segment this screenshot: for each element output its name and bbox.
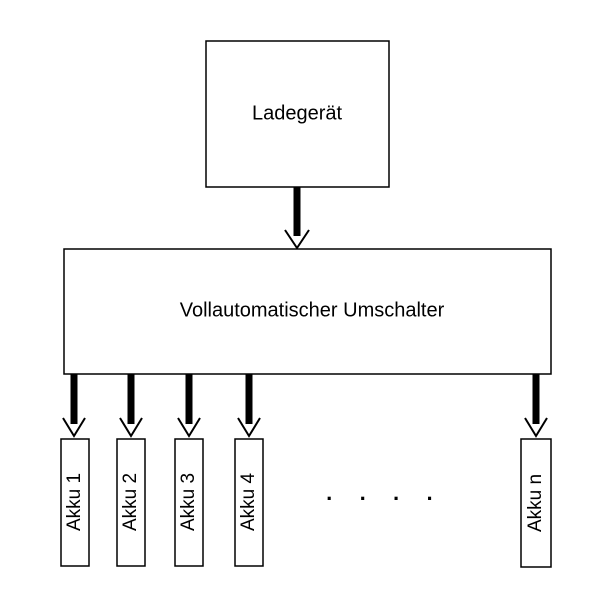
battery-block-1: Akku 1 bbox=[60, 438, 90, 567]
switcher-label: Vollautomatischer Umschalter bbox=[180, 299, 445, 321]
battery-label-4: Akku 4 bbox=[238, 473, 259, 532]
battery-arrow-3 bbox=[177, 374, 201, 438]
battery-arrow-2 bbox=[119, 374, 143, 438]
battery-block-4: Akku 4 bbox=[234, 438, 264, 567]
ellipsis-dots: · · · · bbox=[326, 486, 444, 511]
battery-block-2: Akku 2 bbox=[116, 438, 146, 567]
battery-label-3: Akku 3 bbox=[178, 473, 199, 531]
battery-arrow-1 bbox=[62, 374, 86, 438]
charger-block: Ladegerät bbox=[205, 40, 390, 188]
battery-label-1: Akku 1 bbox=[64, 473, 85, 531]
battery-label-n: Akku n bbox=[525, 474, 546, 532]
battery-block-n: Akku n bbox=[520, 438, 552, 568]
charger-label: Ladegerät bbox=[252, 102, 343, 124]
switcher-block: Vollautomatischer Umschalter bbox=[63, 248, 552, 375]
battery-arrow-4 bbox=[237, 374, 261, 438]
battery-block-3: Akku 3 bbox=[174, 438, 204, 567]
battery-label-2: Akku 2 bbox=[120, 473, 141, 531]
battery-arrow-n bbox=[524, 374, 548, 438]
charger-to-switcher-arrow bbox=[284, 187, 310, 250]
